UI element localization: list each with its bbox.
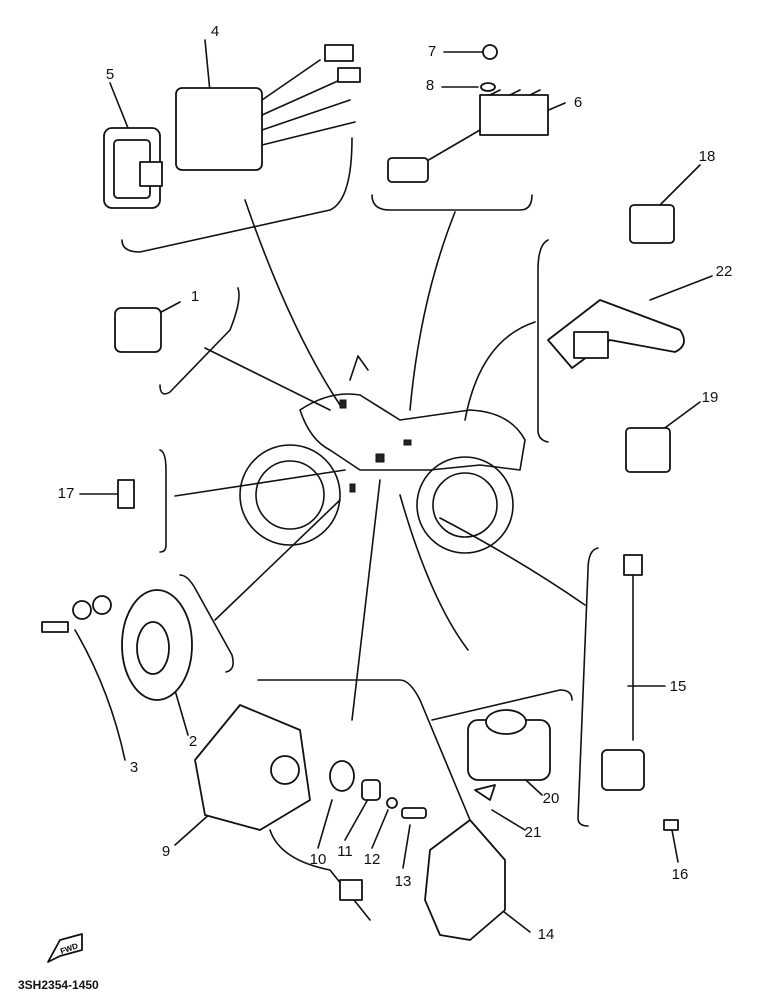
callout-14: 14: [538, 926, 555, 943]
callout-3: 3: [130, 759, 138, 776]
part-18-relay: [629, 204, 675, 244]
callout-9: 9: [162, 843, 170, 860]
callout-19: 19: [702, 389, 719, 406]
callout-11: 11: [337, 843, 353, 860]
part-2-horn: [41, 589, 193, 701]
part-22-bracket: [547, 299, 685, 369]
group-brackets: [121, 137, 599, 827]
callout-5: 5: [106, 66, 114, 83]
callout-18: 18: [699, 148, 716, 165]
callout-6: 6: [574, 94, 582, 111]
part-14-cover: [424, 819, 506, 941]
callout-4: 4: [211, 23, 219, 40]
callout-13: 13: [395, 873, 412, 890]
callout-17: 17: [58, 485, 75, 502]
callout-16: 16: [672, 866, 689, 883]
part-1-relay: [114, 307, 162, 353]
callout-20: 20: [543, 790, 560, 807]
callout-2: 2: [189, 733, 197, 750]
part-4-unit: [175, 44, 361, 171]
callout-21: 21: [525, 824, 542, 841]
front-arrow-icon: [47, 933, 83, 963]
callout-7: 7: [428, 43, 436, 60]
callout-22: 22: [716, 263, 733, 280]
part-17-switch: [117, 479, 135, 509]
callout-15: 15: [670, 678, 687, 695]
part-5-relay: [103, 127, 163, 209]
diagram-code: 3SH2354-1450: [18, 978, 99, 992]
part-9-fan-motor: [194, 704, 427, 921]
callout-labels: 1 2 3 4 5 6 7 8 9 10 11 12 13 14 15 16 1…: [58, 23, 733, 956]
callout-1: 1: [191, 288, 199, 305]
part-19-relay: [625, 427, 671, 473]
callout-12: 12: [364, 851, 381, 868]
part-20-switch: [467, 709, 551, 801]
part-15-sidestand-switch: [601, 554, 679, 831]
callout-10: 10: [310, 851, 327, 868]
callout-8: 8: [426, 77, 434, 94]
motorcycle-outline: [239, 355, 526, 554]
part-6-regulator: [387, 44, 549, 183]
